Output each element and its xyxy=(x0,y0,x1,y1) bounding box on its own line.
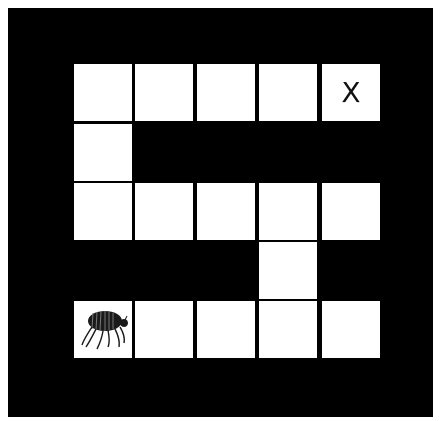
player-cell xyxy=(74,301,132,358)
maze-cell xyxy=(135,183,193,240)
maze-cell xyxy=(135,301,193,358)
maze-cell xyxy=(74,124,132,181)
maze-cell xyxy=(259,64,317,121)
maze-cell xyxy=(197,64,255,121)
maze-cell xyxy=(197,301,255,358)
maze-cell xyxy=(135,64,193,121)
maze-cell xyxy=(259,301,317,358)
maze-cell xyxy=(197,183,255,240)
maze-cell xyxy=(322,183,380,240)
maze-cell xyxy=(259,242,317,299)
maze-cell xyxy=(322,301,380,358)
goal-marker: X xyxy=(322,64,380,121)
maze-cell xyxy=(259,183,317,240)
maze-cell xyxy=(74,64,132,121)
maze-board: X xyxy=(8,8,433,417)
maze-cell xyxy=(74,183,132,240)
goal-cell: X xyxy=(322,64,380,121)
flea-icon xyxy=(78,305,128,355)
